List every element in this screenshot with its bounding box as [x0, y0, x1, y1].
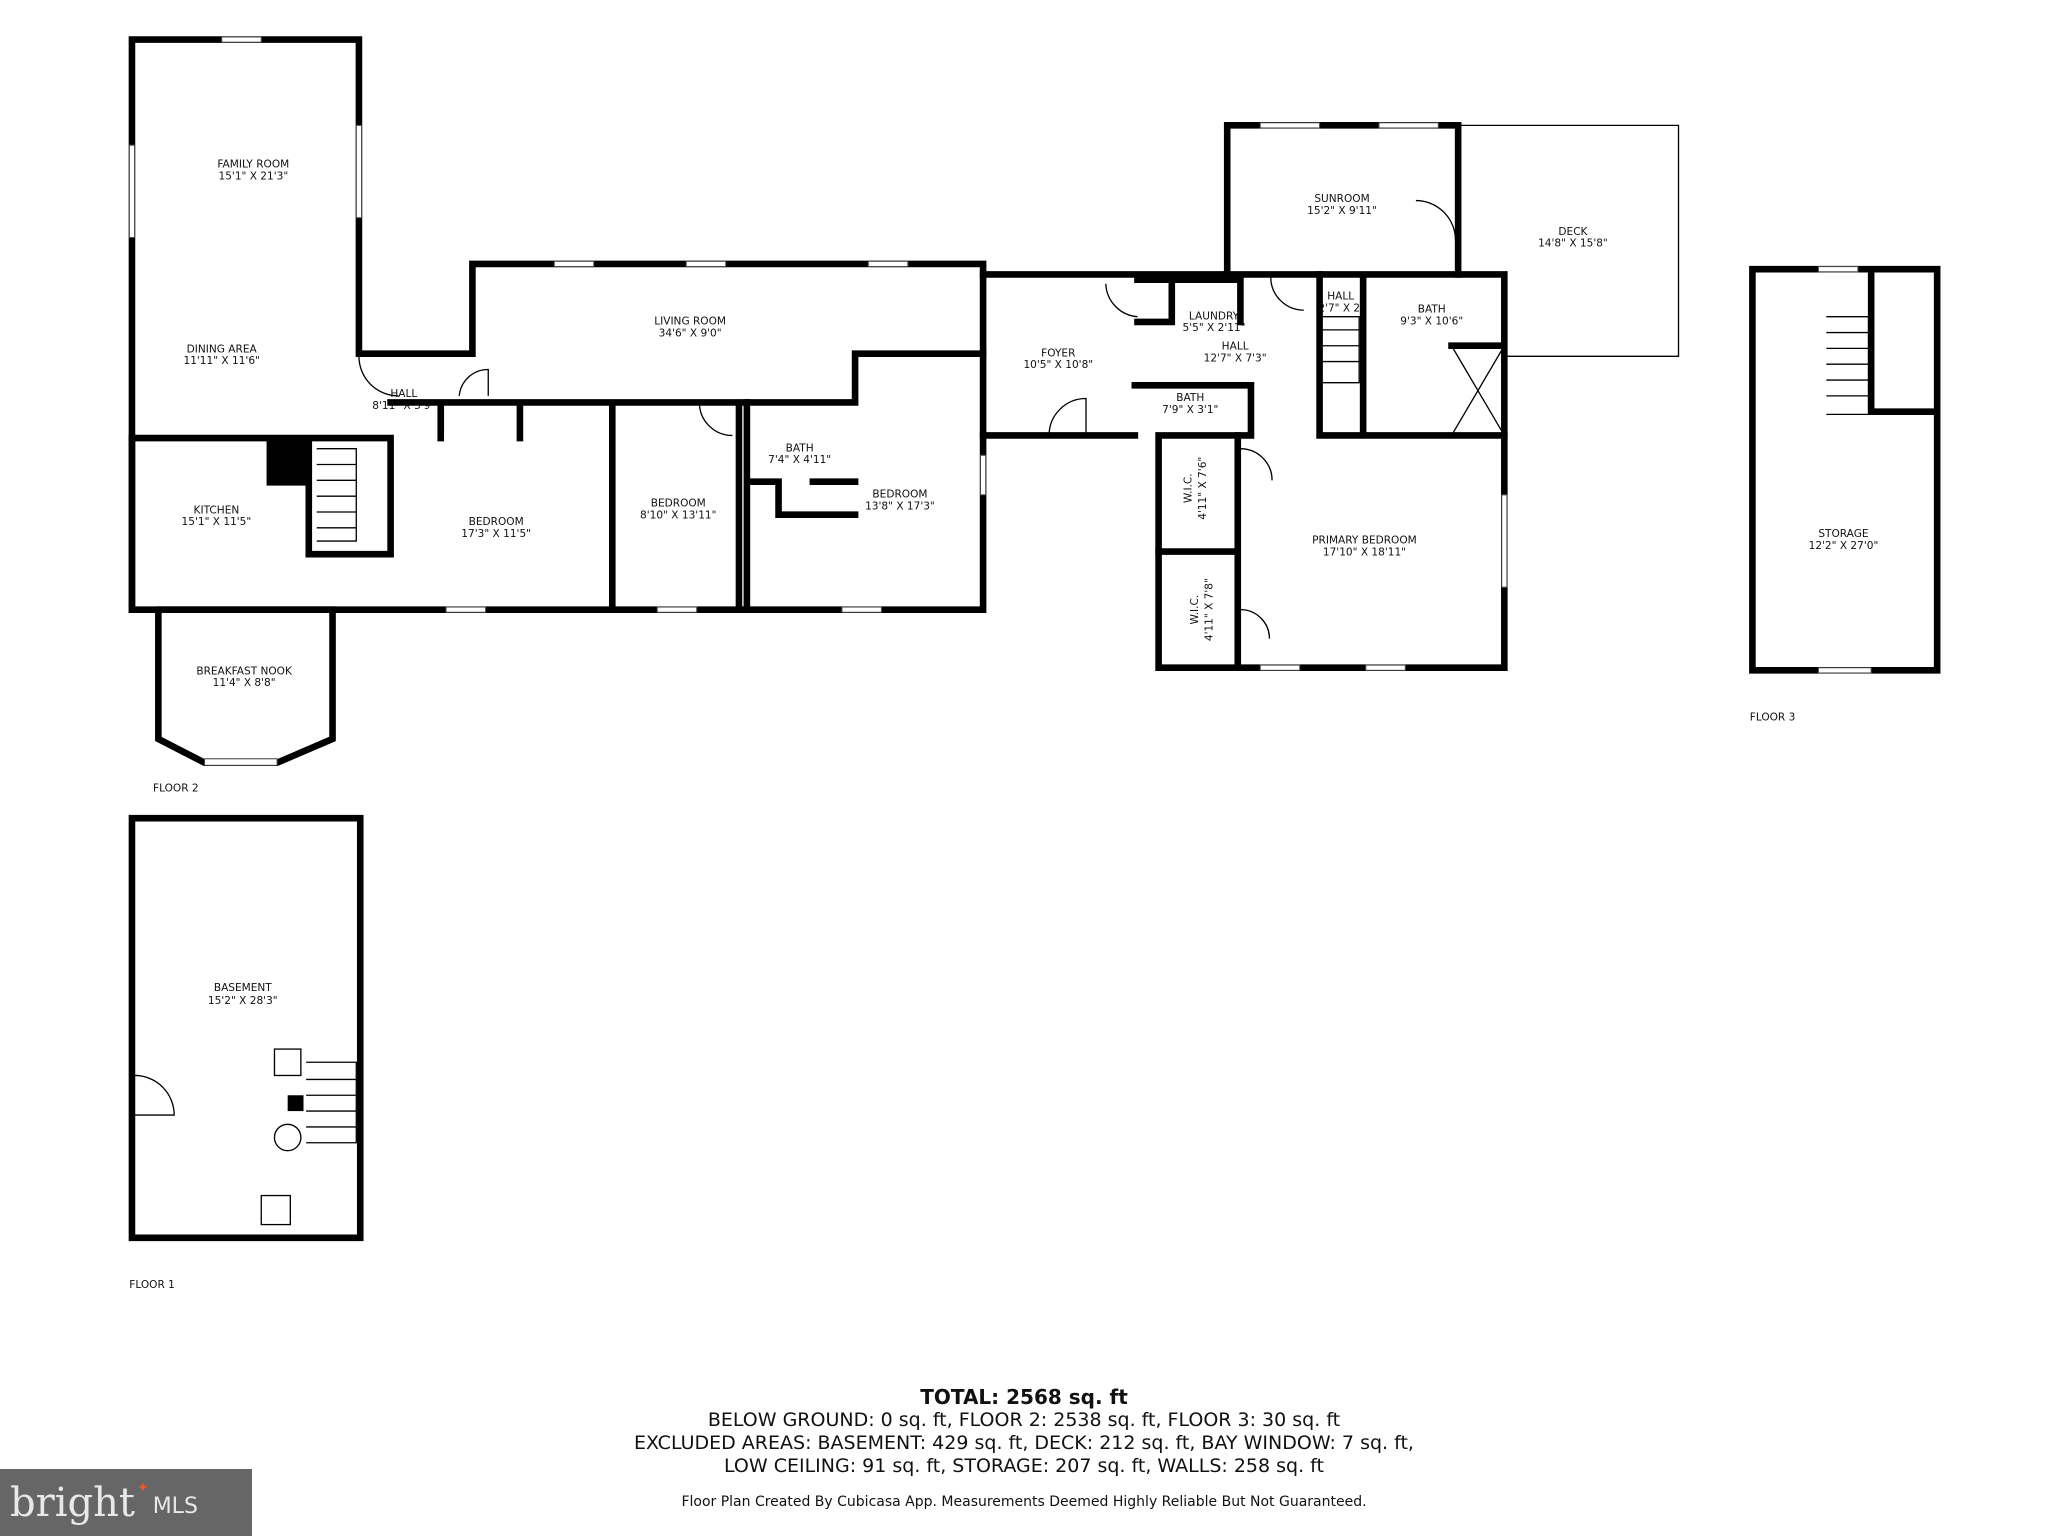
room-dims: 15'2" X 9'11"	[1307, 205, 1377, 217]
room-dims: 8'11" X 5'9"	[372, 400, 435, 412]
room-label: HALL	[390, 388, 417, 400]
room-dims: 5'5" X 2'11"	[1183, 322, 1246, 334]
room-dims: 15'1" X 21'3"	[219, 170, 289, 182]
summary-line: LOW CEILING: 91 sq. ft, STORAGE: 207 sq.…	[724, 1455, 1324, 1477]
floor-3-label: FLOOR 3	[1750, 711, 1796, 723]
room-dims: 12'7" X 7'3"	[1204, 353, 1267, 365]
room-label: BEDROOM	[469, 516, 524, 528]
room-dims: 2'7" X 2'	[1318, 302, 1363, 314]
room-dims: 8'10" X 13'11"	[640, 510, 716, 522]
room-label: FAMILY ROOM	[217, 159, 289, 171]
room-dims: 17'3" X 11'5"	[461, 528, 531, 540]
room-dims: 15'2" X 28'3"	[208, 995, 278, 1007]
room-label: SUNROOM	[1314, 193, 1369, 205]
floor-2-details	[128, 36, 1870, 766]
room-label: FOYER	[1041, 347, 1076, 359]
room-dims: 7'4" X 4'11"	[768, 454, 831, 466]
summary-line: EXCLUDED AREAS: BASEMENT: 429 sq. ft, DE…	[634, 1432, 1414, 1454]
room-dims: 12'2" X 27'0"	[1809, 540, 1879, 552]
logo-text: bright	[10, 1479, 135, 1526]
area-summary: TOTAL: 2568 sq. ft BELOW GROUND: 0 sq. f…	[0, 1385, 2048, 1511]
floor-1-walls	[128, 814, 364, 1242]
star-icon: ✦	[136, 1480, 149, 1496]
room-dims: 13'8" X 17'3"	[865, 500, 935, 512]
room-label: BEDROOM	[651, 498, 706, 510]
summary-line: BELOW GROUND: 0 sq. ft, FLOOR 2: 2538 sq…	[707, 1409, 1341, 1431]
room-dims: 10'5" X 10'8"	[1023, 359, 1093, 371]
room-dims: 34'6" X 9'0"	[659, 327, 722, 339]
room-dims: 17'10" X 18'11"	[1323, 547, 1406, 559]
room-label: HALL	[1327, 291, 1354, 303]
floor-2-walls	[128, 36, 1680, 767]
room-label: BEDROOM	[872, 488, 927, 500]
room-label: PRIMARY BEDROOM	[1312, 535, 1417, 547]
room-label: W.I.C.	[1189, 595, 1201, 625]
room-label: LAUNDRY	[1189, 310, 1240, 322]
room-dims: 15'1" X 11'5"	[182, 516, 252, 528]
room-label: HALL	[1222, 341, 1249, 353]
room-label: DINING AREA	[187, 343, 258, 355]
room-dims: 11'4" X 8'8"	[213, 677, 276, 689]
room-label: BATH	[1176, 392, 1204, 404]
room-label: BASEMENT	[214, 982, 272, 994]
room-dims: 9'3" X 10'6"	[1400, 316, 1463, 328]
room-label: BATH	[786, 442, 814, 454]
total-area: TOTAL: 2568 sq. ft	[920, 1385, 1128, 1409]
room-dims: 7'9" X 3'1"	[1162, 404, 1218, 416]
bright-mls-logo: bright ✦ MLS	[0, 1469, 252, 1536]
room-label: KITCHEN	[194, 504, 240, 516]
room-label: BATH	[1418, 304, 1446, 316]
floor-1-label: FLOOR 1	[129, 1279, 175, 1291]
logo-suffix: MLS	[152, 1493, 198, 1519]
room-label: STORAGE	[1818, 528, 1868, 540]
floor-2-label: FLOOR 2	[153, 783, 199, 795]
room-label: W.I.C.	[1183, 473, 1195, 503]
disclaimer: Floor Plan Created By Cubicasa App. Meas…	[681, 1494, 1367, 1510]
room-label: BREAKFAST NOOK	[196, 665, 293, 677]
floor-3-walls	[1749, 265, 1941, 674]
room-dims: 14'8" X 15'8"	[1538, 238, 1608, 250]
room-dims: 4'11" X 7'8"	[1204, 578, 1216, 641]
room-label: DECK	[1558, 226, 1588, 238]
room-label: LIVING ROOM	[654, 316, 726, 328]
room-dims: 11'11" X 11'6"	[183, 355, 259, 367]
room-dims: 4'11" X 7'6"	[1197, 457, 1209, 520]
